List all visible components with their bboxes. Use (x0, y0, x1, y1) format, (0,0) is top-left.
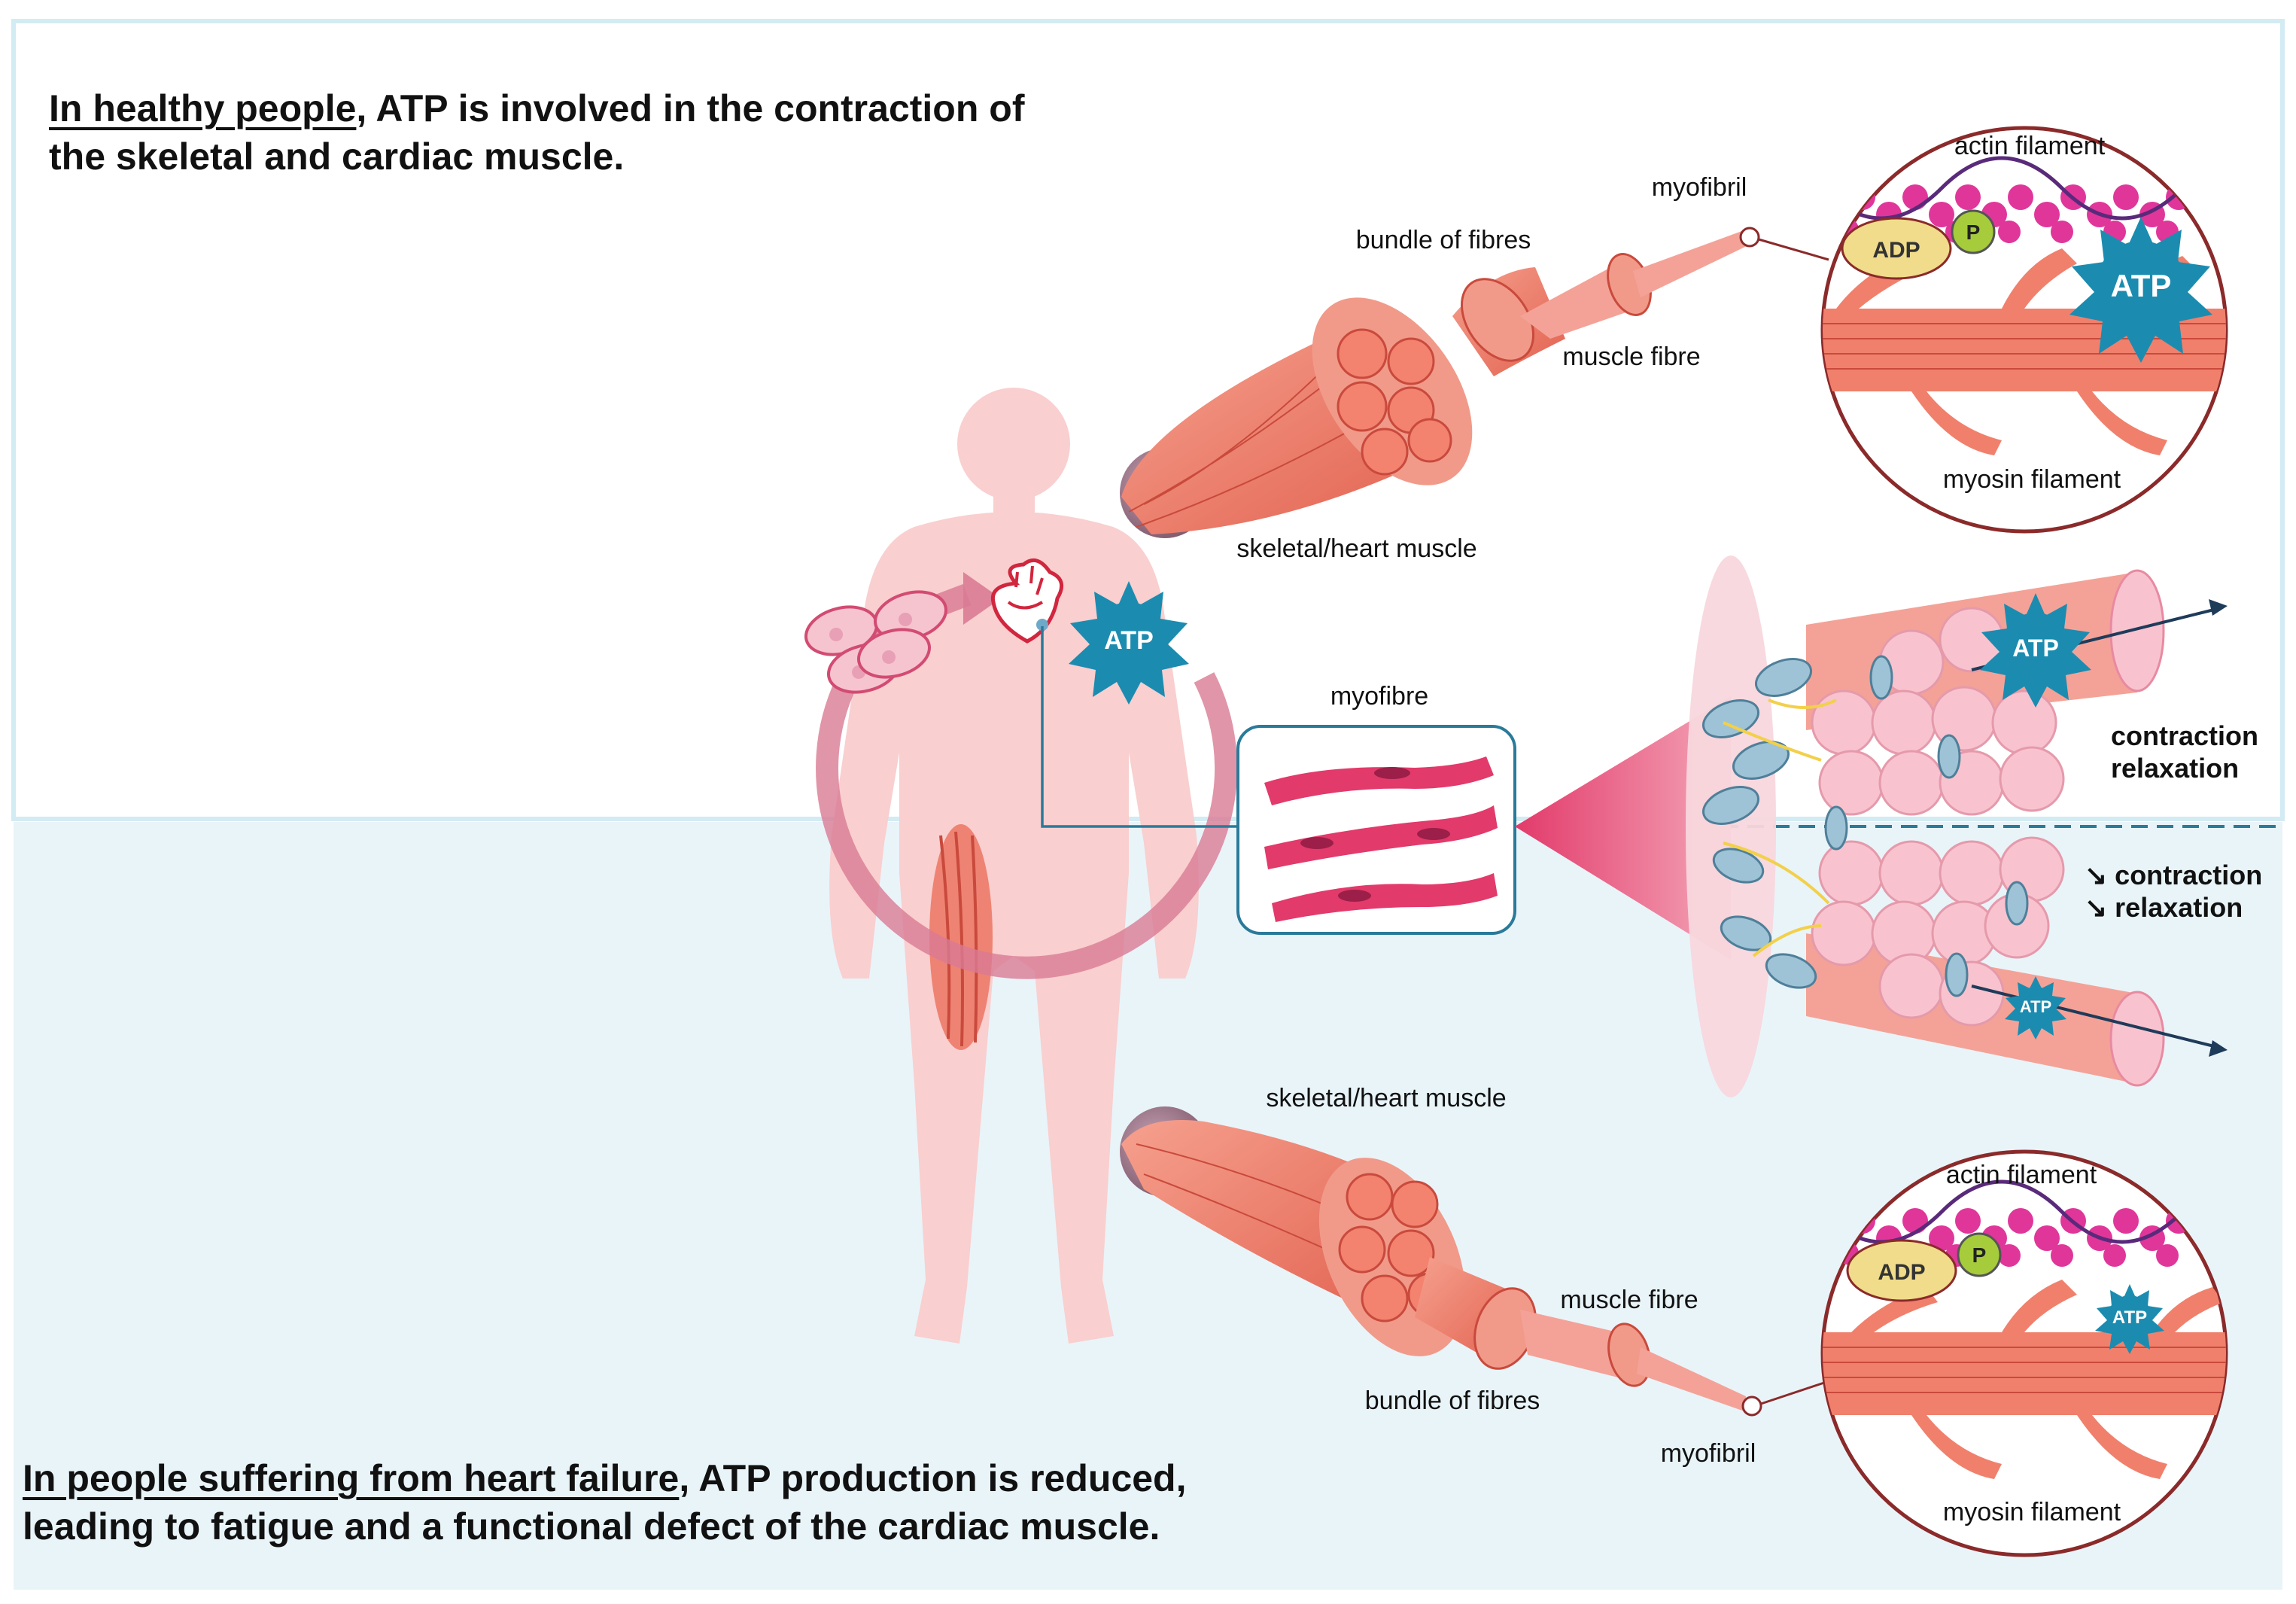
failure-muscle-fibre (1520, 1310, 1618, 1377)
failure-adp-label: ADP (1878, 1260, 1925, 1285)
healthy-actin-label: actin filament (1954, 132, 2106, 160)
myofibre-box: myofibre (1236, 682, 1516, 935)
healthy-caption-lead: In healthy people (49, 87, 357, 129)
healthy-relaxation-label: relaxation (2111, 753, 2239, 784)
heart-failure-caption-line2: leading to fatigue and a functional defe… (23, 1505, 1160, 1548)
human-body (829, 388, 1199, 1344)
atp-burst-body: ATP (1069, 581, 1189, 705)
failure-skeletal-heart-label: skeletal/heart muscle (1266, 1084, 1506, 1112)
myofibre-label: myofibre (1330, 682, 1428, 711)
healthy-atp-burst: ATP (2069, 217, 2212, 363)
healthy-phosphate-icon: P (1951, 209, 1996, 254)
healthy-myofibril-label: myofibril (1652, 173, 1747, 202)
thigh-muscle-icon (929, 824, 993, 1050)
failure-p-label: P (1972, 1243, 1987, 1267)
heart-failure-caption: In people suffering from heart failure, … (23, 1454, 1187, 1551)
healthy-contraction-label: contraction (2111, 720, 2258, 751)
cell-cluster-icon (804, 590, 948, 694)
failure-myofibril-label: myofibril (1661, 1439, 1756, 1468)
failure-muscle-fibre-label: muscle fibre (1560, 1286, 1698, 1314)
failure-atp-label: ATP (2112, 1307, 2147, 1328)
healthy-adp-icon: ADP (1841, 217, 1952, 280)
failure-muscle-hierarchy (1120, 1106, 1829, 1417)
failure-relaxation-label: ↘ relaxation (2085, 892, 2243, 923)
healthy-myofibril (1633, 230, 1750, 297)
healthy-sarcomere-zoom: ADP P ATP (1820, 126, 2228, 534)
myofibre-zoom-cone (1515, 555, 1776, 1097)
heart-failure-caption-rest: , ATP production is reduced, (679, 1457, 1187, 1499)
atp-body-label: ATP (1104, 626, 1153, 655)
atp-burst-healthy-fibre: ATP (1980, 593, 2091, 708)
heart-myofibre-connector (1041, 626, 1249, 828)
heart-failure-caption-lead: In people suffering from heart failure (23, 1457, 680, 1499)
healthy-myosin-label: myosin filament (1943, 465, 2121, 494)
failure-phosphate-icon: P (1957, 1232, 2002, 1277)
failure-sarcomere-zoom: ADP P ATP (1820, 1149, 2228, 1557)
heart-icon (990, 558, 1064, 644)
healthy-caption-rest: , ATP is involved in the contraction of (356, 87, 1025, 129)
atp-failure-fibre-label: ATP (2020, 997, 2051, 1016)
healthy-muscle-crosssection (1312, 297, 1473, 485)
healthy-adp-label: ADP (1872, 238, 1920, 263)
failure-myofibril (1637, 1347, 1746, 1411)
healthy-p-label: P (1966, 221, 1981, 244)
healthy-muscle-fibre-label: muscle fibre (1562, 342, 1700, 371)
atp-healthy-fibre-label: ATP (2012, 635, 2059, 662)
healthy-muscle-hierarchy (1120, 227, 1829, 538)
healthy-caption: In healthy people, ATP is involved in th… (49, 84, 1024, 181)
failure-atp-burst: ATP (2095, 1284, 2164, 1354)
atp-burst-failure-fibre: ATP (2005, 976, 2066, 1039)
healthy-atp-label: ATP (2111, 268, 2172, 303)
healthy-caption-line2: the skeletal and cardiac muscle. (49, 135, 625, 178)
failure-bundle-label: bundle of fibres (1365, 1386, 1540, 1415)
failure-contraction-label: ↘ contraction (2085, 860, 2262, 890)
failure-adp-icon: ADP (1846, 1239, 1957, 1302)
healthy-bundle-label: bundle of fibres (1356, 226, 1531, 254)
myofibre-strands-icon (1264, 756, 1498, 922)
failure-myosin-label: myosin filament (1943, 1498, 2121, 1526)
healthy-skeletal-heart-label: skeletal/heart muscle (1236, 534, 1476, 563)
failure-actin-label: actin filament (1946, 1161, 2097, 1189)
